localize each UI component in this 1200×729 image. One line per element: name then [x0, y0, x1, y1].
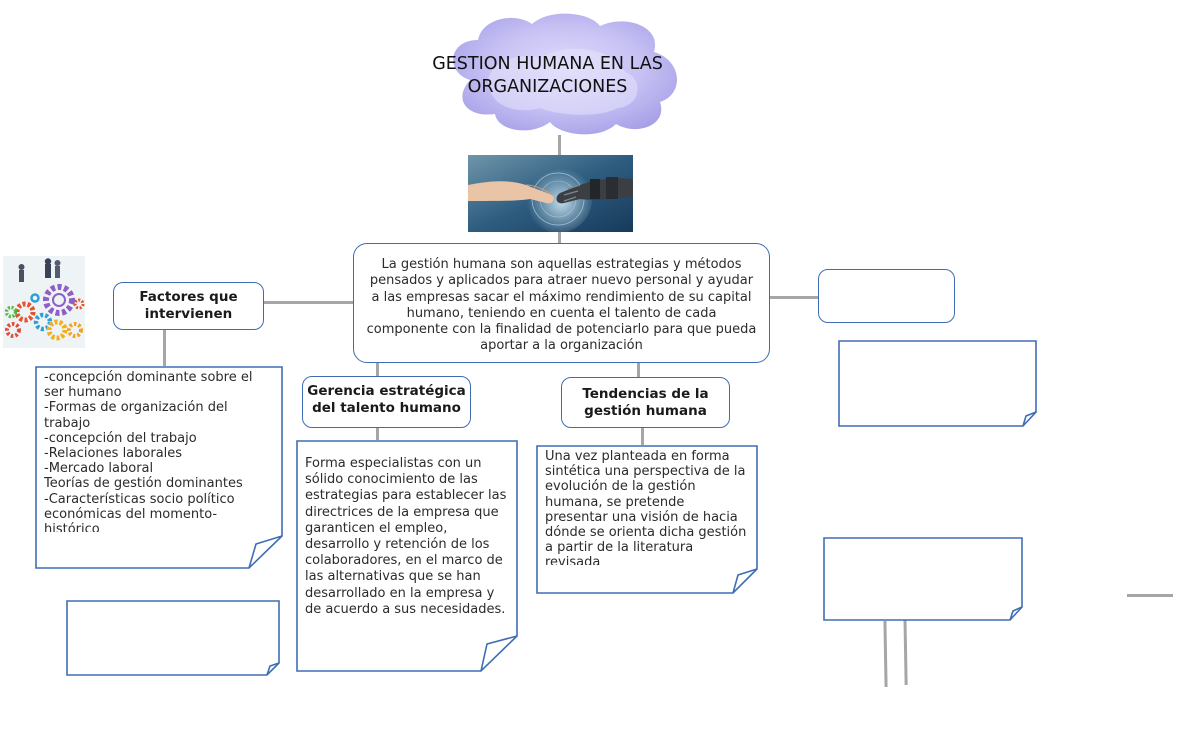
factores-note-text: -concepción dominante sobre el ser human… — [44, 370, 253, 532]
connector-tendencias-note — [641, 428, 644, 445]
stray-connector-3 — [1127, 594, 1173, 597]
tendencias-note-text: Una vez planteada en forma sintética una… — [545, 449, 747, 565]
gears-image — [3, 256, 85, 348]
empty-note-right-upper — [838, 340, 1037, 427]
connector-image-central — [558, 232, 561, 244]
factores-box: Factores que intervienen — [113, 282, 264, 330]
gerencia-note-text: Forma especialistas con un sólido conoci… — [305, 456, 507, 617]
connector-factores-central — [264, 301, 353, 304]
empty-note-right-lower — [823, 537, 1023, 621]
connector-title-image — [558, 135, 561, 155]
gerencia-box: Gerencia estratégica del talento humano — [302, 376, 471, 428]
tendencias-note: Una vez planteada en forma sintética una… — [536, 445, 758, 594]
gerencia-note: Forma especialistas con un sólido conoci… — [296, 440, 518, 672]
title-cloud-decoration — [453, 13, 678, 135]
diagram-title: GESTION HUMANA EN LAS ORGANIZACIONES — [432, 54, 663, 97]
connector-factores-note — [163, 330, 166, 366]
connector-central-gerencia — [376, 363, 379, 376]
empty-note-bottom-left — [66, 600, 280, 676]
connector-gerencia-note — [376, 428, 379, 440]
central-definition-box: La gestión humana son aquellas estrategi… — [353, 243, 770, 363]
stray-connector-1 — [883, 620, 888, 688]
empty-box-right — [818, 269, 955, 323]
tendencias-box: Tendencias de la gestión humana — [561, 377, 730, 428]
connector-central-tendencias — [637, 363, 640, 377]
handshake-image — [468, 155, 633, 232]
factores-note: -concepción dominante sobre el ser human… — [35, 366, 283, 569]
connector-central-right — [770, 296, 818, 299]
stray-connector-2 — [903, 610, 908, 686]
